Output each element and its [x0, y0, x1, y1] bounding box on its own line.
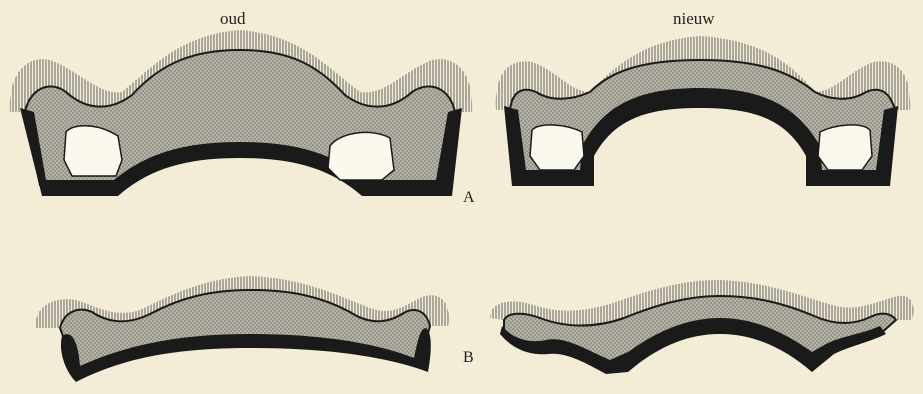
section-a-old [10, 30, 472, 196]
section-b-old [36, 276, 449, 382]
cavity-right-a-old [328, 132, 394, 180]
cavity-left-a-old [64, 126, 122, 176]
section-a-new [496, 36, 910, 186]
cavity-right-a-new [818, 125, 872, 170]
section-b-new [490, 280, 913, 374]
cavity-left-a-new [530, 125, 584, 170]
